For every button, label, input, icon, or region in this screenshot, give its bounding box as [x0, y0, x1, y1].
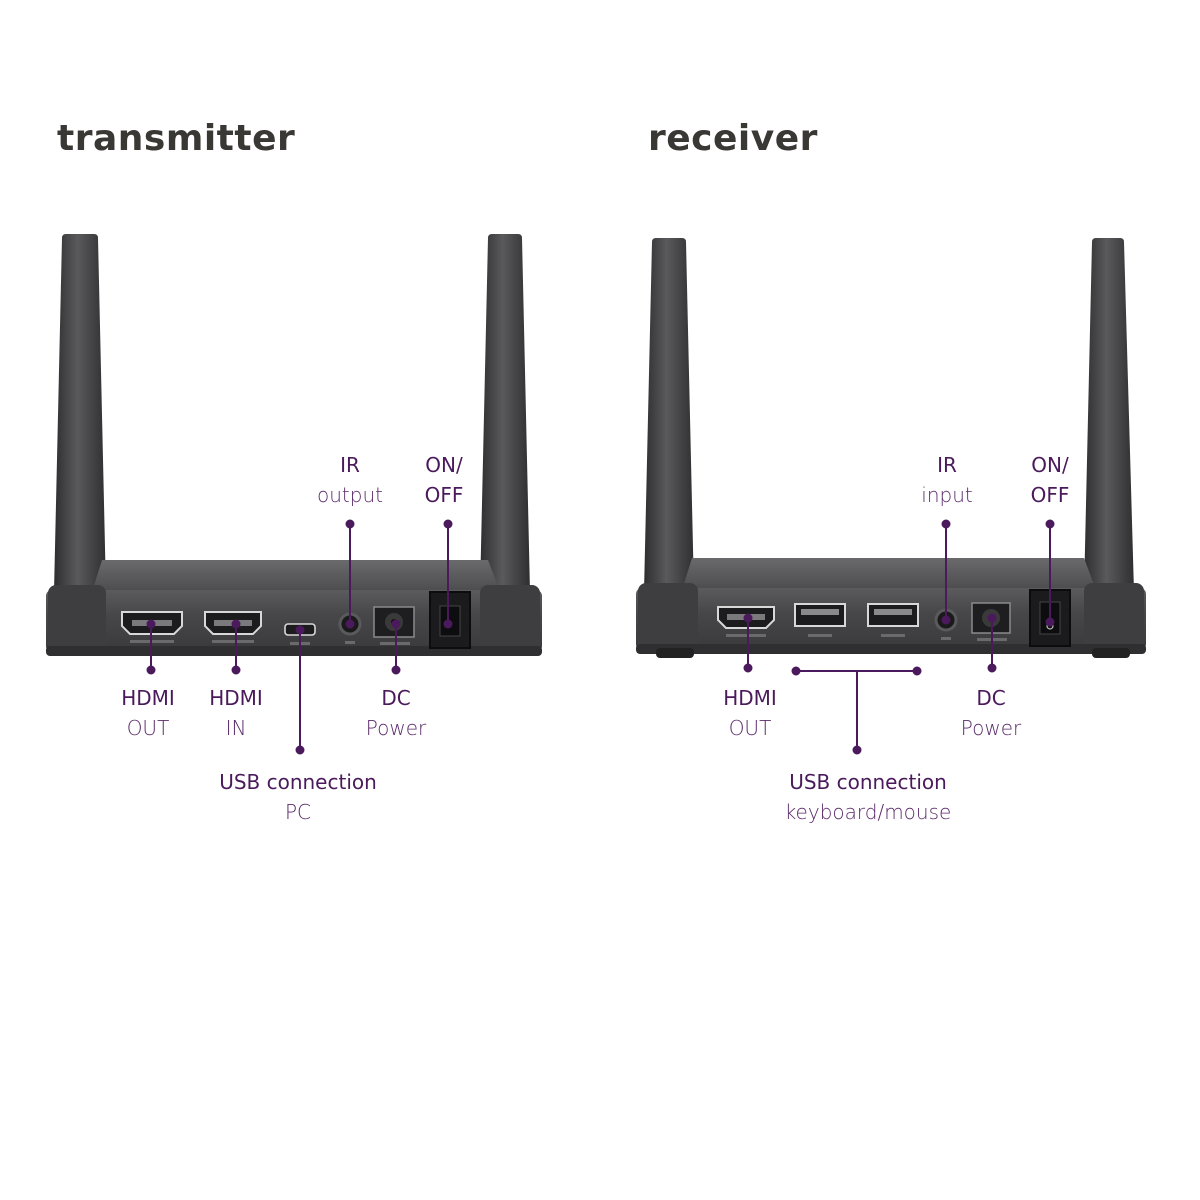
- transmitter-title: transmitter: [57, 118, 296, 159]
- right-antenna: [480, 234, 530, 592]
- tx-hdmi-out-label: HDMI OUT: [121, 686, 175, 740]
- tx-usb-connection-label: USB connection PC: [219, 770, 377, 824]
- left-antenna-base: [638, 583, 698, 649]
- left-antenna: [644, 238, 694, 592]
- usb-a-port-2: [867, 603, 919, 637]
- receiver-callouts: [743, 519, 1055, 755]
- left-antenna: [54, 234, 106, 592]
- transmitter-device: [46, 234, 542, 656]
- tx-on-off-label: ON/ OFF: [424, 453, 464, 507]
- transmitter-callouts: [146, 519, 453, 755]
- right-antenna-base: [480, 585, 540, 651]
- tx-ir-output-label: IR output: [317, 453, 383, 507]
- right-antenna-base: [1084, 583, 1144, 649]
- tx-dc-power-label: DC Power: [365, 686, 427, 740]
- rx-on-off-label: ON/ OFF: [1030, 453, 1070, 507]
- usb-a-port-1: [794, 603, 846, 637]
- tx-hdmi-in-label: HDMI IN: [209, 686, 263, 740]
- left-antenna-base: [48, 585, 106, 651]
- receiver-title: receiver: [648, 118, 818, 159]
- rx-usb-connection-label: USB connection keyboard/mouse: [784, 770, 952, 824]
- right-antenna: [1084, 238, 1134, 592]
- rx-dc-power-label: DC Power: [960, 686, 1022, 740]
- rx-ir-input-label: IR input: [921, 453, 973, 507]
- power-switch: [429, 591, 471, 649]
- rx-hdmi-out-label: HDMI OUT: [723, 686, 777, 740]
- receiver-device: [636, 238, 1146, 658]
